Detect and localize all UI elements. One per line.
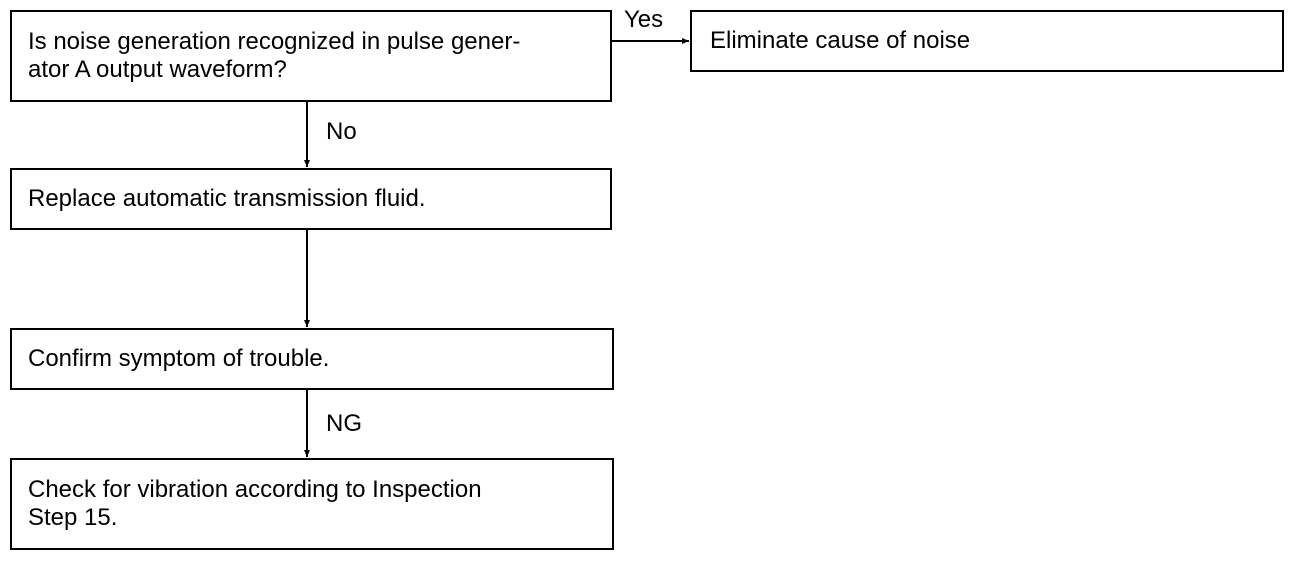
replace-fluid-text: Replace automatic transmission fluid. bbox=[28, 185, 426, 212]
branch-label-yes: Yes bbox=[624, 6, 664, 33]
action-box-replace-fluid: Replace automatic transmission fluid. bbox=[10, 168, 612, 230]
branch-label-ng: NG bbox=[326, 410, 362, 437]
question-box-noise-generation: Is noise generation recognized in pulse … bbox=[10, 10, 612, 102]
action-box-eliminate-noise: Eliminate cause of noise bbox=[690, 10, 1284, 72]
action-box-confirm-symptom: Confirm symptom of trouble. bbox=[10, 328, 614, 390]
branch-label-no: No bbox=[326, 118, 357, 145]
action-box-check-vibration: Check for vibration according to Inspect… bbox=[10, 458, 614, 550]
question-text: Is noise generation recognized in pulse … bbox=[28, 28, 521, 83]
eliminate-text: Eliminate cause of noise bbox=[710, 27, 971, 54]
confirm-text: Confirm symptom of trouble. bbox=[28, 345, 330, 372]
check-vibration-text: Check for vibration according to Inspect… bbox=[28, 476, 482, 531]
